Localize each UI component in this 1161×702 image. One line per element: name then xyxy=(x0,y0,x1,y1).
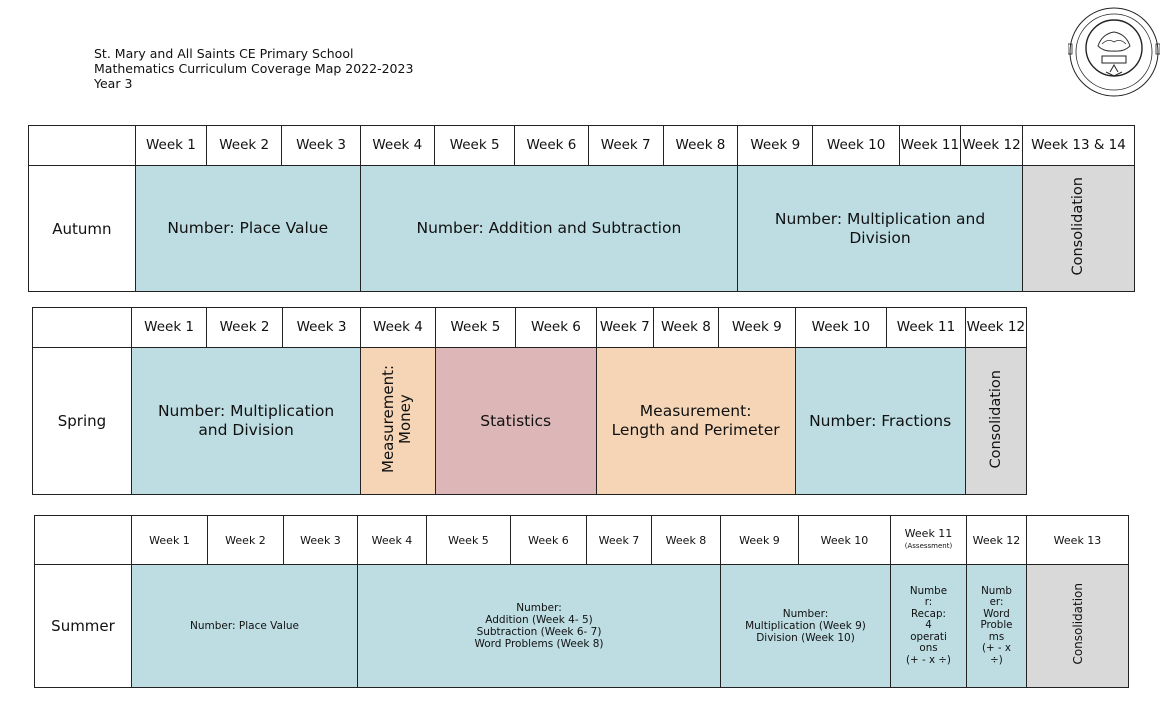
recap-line: Numbe xyxy=(909,584,948,597)
week-header: Week 1 xyxy=(131,515,208,565)
topic-word-problems: Numb er: Word Proble ms (+ - x ÷) xyxy=(966,564,1027,688)
week-header: Week 1 xyxy=(130,307,208,348)
week-header: Week 7 xyxy=(586,515,652,565)
week-header: Week 10 xyxy=(794,307,888,348)
topic-statistics: Statistics xyxy=(434,347,597,495)
addition-line: Addition (Week 4- 5) xyxy=(485,614,593,626)
recap-line: operati xyxy=(910,630,947,643)
week-header: Week 8 xyxy=(662,125,739,166)
document-title: Mathematics Curriculum Coverage Map 2022… xyxy=(94,61,414,76)
week-header: Week 13 xyxy=(1026,515,1129,565)
assessment-note: (Assessment) xyxy=(904,542,953,550)
week-header: Week 8 xyxy=(651,515,721,565)
consolidation-label: Consolidation xyxy=(1070,583,1085,665)
corner-cell xyxy=(34,515,132,565)
number-label: Number: xyxy=(782,608,829,620)
week-header: Week 3 xyxy=(281,125,361,166)
week-header: Week 4 xyxy=(359,125,435,166)
multiplication-line: Multiplication (Week 9) xyxy=(745,620,866,632)
week-header: Week 6 xyxy=(514,125,589,166)
topic-addition-subtraction: Number: Addition and Subtraction xyxy=(359,165,739,292)
week-header-week-11: Week 11 (Assessment) xyxy=(890,515,967,565)
topic-recap-operations: Numbe r: Recap: 4 operati ons (+ - x ÷) xyxy=(890,564,967,688)
week-header: Week 5 xyxy=(426,515,511,565)
word-problems-line: ÷) xyxy=(990,653,1003,666)
spring-table: Week 1 Week 2 Week 3 Week 4 Week 5 Week … xyxy=(32,307,1028,495)
topic-addition-subtraction: Number: Addition (Week 4- 5) Subtraction… xyxy=(357,564,721,688)
week-header: Week 13 & 14 xyxy=(1021,125,1136,166)
subtraction-line: Subtraction (Week 6- 7) xyxy=(476,626,602,638)
week-header: Week 10 xyxy=(798,515,891,565)
word-problems-line: Numb xyxy=(981,584,1012,597)
summer-table: Week 1 Week 2 Week 3 Week 4 Week 5 Week … xyxy=(34,515,1129,688)
document-header: St. Mary and All Saints CE Primary Schoo… xyxy=(94,46,413,91)
topic-consolidation: Consolidation xyxy=(1021,165,1136,292)
week-header: Week 7 xyxy=(595,307,654,348)
money-label: Measurement: Money xyxy=(378,364,414,474)
consolidation-label: Consolidation xyxy=(987,369,1004,469)
week-header: Week 12 xyxy=(959,125,1023,166)
week-header: Week 3 xyxy=(281,307,362,348)
term-label: Spring xyxy=(32,347,132,495)
topic-multiplication-division: Number: Multiplication and Division xyxy=(130,347,362,495)
topic-multiplication-division: Number: Multiplication (Week 9) Division… xyxy=(720,564,891,688)
word-problems-line: ms xyxy=(988,630,1005,643)
week-header: Week 1 xyxy=(134,125,208,166)
corner-cell xyxy=(28,125,136,166)
recap-line: 4 xyxy=(925,619,932,632)
week-header: Week 6 xyxy=(515,307,597,348)
topic-money: Measurement: Money xyxy=(360,347,436,495)
week-header: Week 8 xyxy=(652,307,720,348)
week-header: Week 12 xyxy=(966,515,1027,565)
topic-multiplication-division: Number: Multiplication and Division xyxy=(737,165,1023,292)
word-problems-line: Proble xyxy=(980,619,1013,632)
topic-consolidation: Consolidation xyxy=(1026,564,1129,688)
week-header: Week 9 xyxy=(718,307,796,348)
year-group: Year 3 xyxy=(94,76,133,91)
term-label: Summer xyxy=(34,564,132,688)
topic-place-value: Number: Place Value xyxy=(131,564,358,688)
autumn-table: Week 1 Week 2 Week 3 Week 4 Week 5 Week … xyxy=(28,125,1136,292)
week-header: Week 9 xyxy=(737,125,814,166)
recap-line: Recap: xyxy=(910,607,946,620)
recap-line: ons xyxy=(919,642,938,655)
week-header: Week 3 xyxy=(283,515,358,565)
week-header: Week 4 xyxy=(360,307,436,348)
week-header: Week 6 xyxy=(510,515,587,565)
week-header: Week 10 xyxy=(812,125,900,166)
week-header: Week 2 xyxy=(207,515,284,565)
corner-cell xyxy=(32,307,132,348)
topic-fractions: Number: Fractions xyxy=(794,347,966,495)
word-problems-line: (+ - x xyxy=(981,642,1011,655)
week-header: Week 11 xyxy=(886,307,966,348)
consolidation-label: Consolidation xyxy=(1070,177,1087,276)
week-header: Week 9 xyxy=(720,515,799,565)
number-label: Number: xyxy=(516,602,562,614)
word-problems-line: Word xyxy=(983,607,1010,620)
school-name: St. Mary and All Saints CE Primary Schoo… xyxy=(94,46,354,61)
school-crest-icon xyxy=(1068,7,1160,97)
topic-consolidation: Consolidation xyxy=(964,347,1028,495)
division-line: Division (Week 10) xyxy=(756,632,855,644)
week-header: Week 5 xyxy=(433,125,516,166)
week-header: Week 12 xyxy=(964,307,1028,348)
word-problems-line: Word Problems (Week 8) xyxy=(474,638,604,650)
week-header: Week 7 xyxy=(587,125,664,166)
term-label: Autumn xyxy=(28,165,136,292)
week-header: Week 2 xyxy=(206,125,283,166)
week-header: Week 2 xyxy=(206,307,283,348)
week-header: Week 4 xyxy=(357,515,427,565)
recap-line: r: xyxy=(924,596,933,609)
topic-length-perimeter: Measurement: Length and Perimeter xyxy=(595,347,796,495)
week-header: Week 11 xyxy=(898,125,961,166)
week-11-label: Week 11 xyxy=(904,527,953,540)
topic-place-value: Number: Place Value xyxy=(134,165,361,292)
recap-line: (+ - x ÷) xyxy=(906,653,951,666)
word-problems-line: er: xyxy=(989,596,1004,609)
week-header: Week 5 xyxy=(434,307,517,348)
